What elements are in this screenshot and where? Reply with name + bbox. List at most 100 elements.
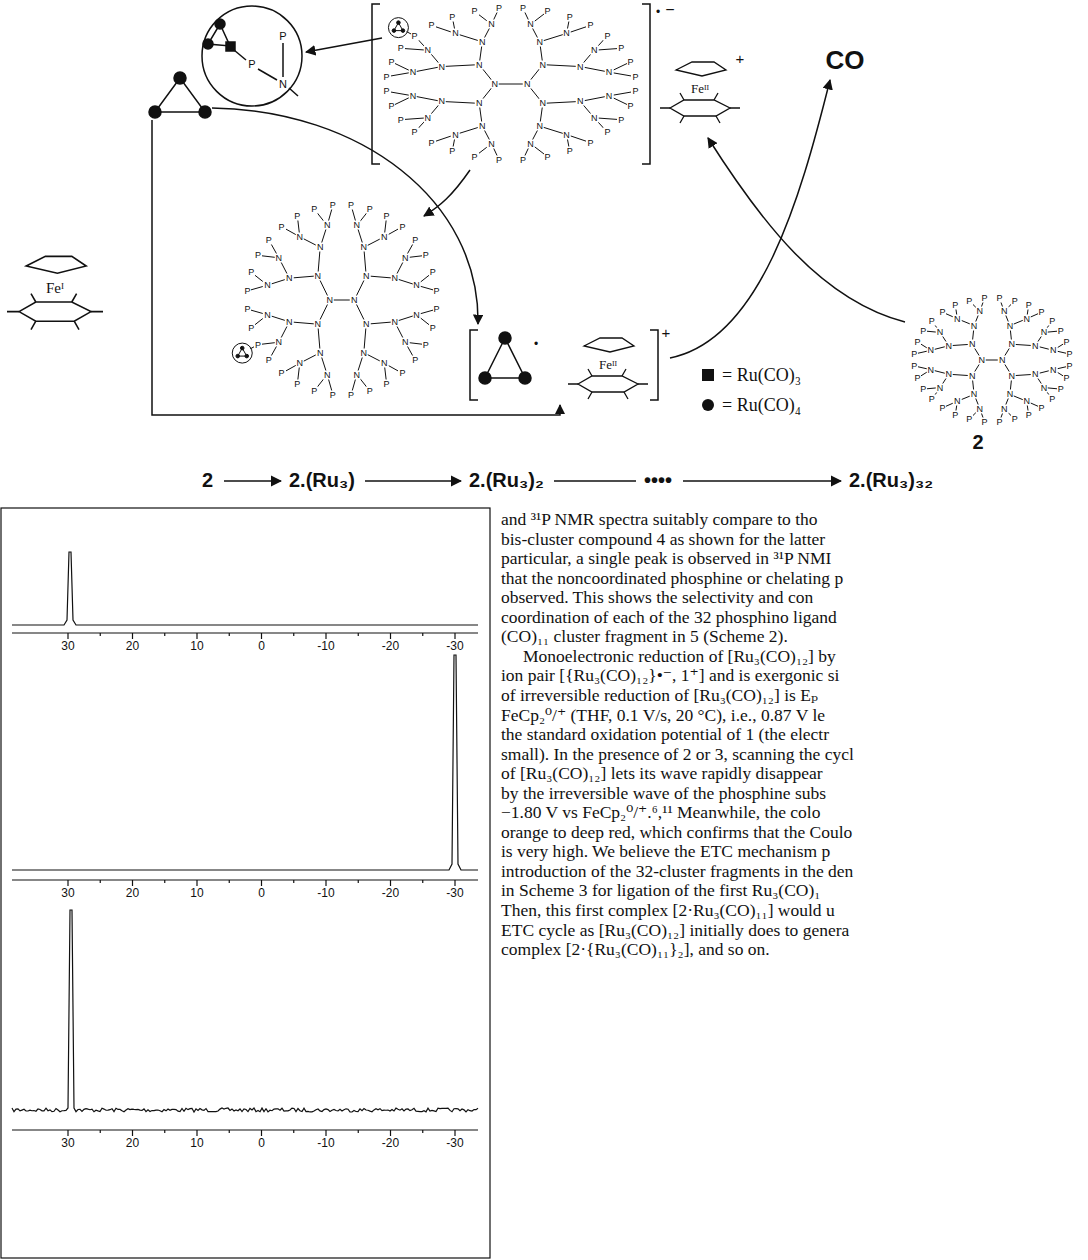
body-text-line: that the noncoordinated phosphine or che… — [500, 570, 844, 588]
ru-atom — [519, 372, 531, 384]
sequence-step: 2.(Ru₃)₂ — [465, 466, 550, 496]
sequence-step: 2.(Ru₃)₃₂ — [845, 466, 940, 496]
dendrimer-atom-label: P — [995, 417, 1003, 426]
dendrimer-atom-label: P — [429, 323, 437, 332]
dendrimer-atom-label: N — [526, 139, 535, 148]
ru-atom — [401, 29, 405, 33]
body-text-line: and ³¹P NMR spectra suitably compare to … — [500, 511, 819, 529]
body-text-line: in Scheme 3 for ligation of the first Ru… — [500, 882, 821, 900]
dendrimer-atom-label: P — [519, 155, 527, 164]
axis-tick — [293, 1130, 294, 1133]
dendrimer-atom-label: P — [1057, 385, 1065, 394]
dendrimer-atom-label: P — [411, 128, 419, 137]
axis-tick-label: -20 — [381, 640, 400, 652]
axis-tick — [454, 880, 455, 886]
reagent-path — [152, 120, 560, 415]
attached-cluster — [232, 343, 252, 363]
ferrocene-sandwich — [660, 62, 740, 123]
dendrimer-atom-label: P — [980, 294, 988, 303]
dendrimer-atom-label: N — [475, 99, 484, 108]
dendrimer-atom-label: N — [976, 307, 985, 316]
axis-tick-label: -20 — [381, 887, 400, 899]
dendrimer-atom-label: P — [543, 152, 551, 161]
dendrimer-atom-label: N — [451, 29, 460, 38]
dendrimer-atom-label: P — [928, 316, 936, 325]
dendrimer-atom-label: N — [401, 253, 410, 262]
body-text-line: introduction of the 32-cluster fragments… — [500, 863, 854, 881]
dendrimer-atom-label: P — [566, 147, 574, 156]
nmr-axis — [12, 879, 478, 880]
dendrimer-atom-label: N — [1000, 404, 1009, 413]
zoom-arrow — [306, 38, 382, 52]
dendrimer-atom-label: P — [1025, 410, 1033, 419]
axis-tick-label: 20 — [125, 1137, 140, 1149]
body-text-line: Monoelectronic reduction of [Ru₃(CO)₁₂] … — [522, 648, 837, 666]
axis-tick — [261, 1130, 262, 1136]
dendrimer-atom-label: P — [938, 403, 946, 412]
step-label: 2.(Ru₃)₃₂ — [849, 468, 933, 492]
dendrimer-atom-label: N — [998, 356, 1007, 365]
dendrimer-atom-label: N — [478, 37, 487, 46]
dendrimer-atom-label: N — [412, 281, 421, 290]
body-text-line: coordination of each of the 32 phosphino… — [500, 609, 838, 627]
dendrimer-atom-label: N — [968, 371, 977, 380]
sequence-step: •••• — [640, 466, 679, 496]
dendrimer-atom-label: P — [278, 369, 286, 378]
body-text-line: observed. This shows the selectivity and… — [500, 589, 814, 607]
axis-tick — [196, 880, 197, 886]
legend-swatch — [700, 367, 716, 383]
dendrimer-atom-label: P — [951, 410, 959, 419]
axis-tick — [67, 1130, 68, 1136]
attached-cluster — [388, 18, 408, 38]
axis-tick-label: 30 — [60, 640, 75, 652]
dendrimer-atom-label: P — [1063, 337, 1071, 346]
reaction-arrow — [224, 480, 281, 482]
dendrimer-atom-label: P — [910, 361, 918, 370]
axis-tick — [196, 1130, 197, 1136]
dendrimer-atom-label: N — [927, 365, 936, 374]
axis-tick-label: -30 — [445, 640, 464, 652]
dendrimer-atom-label: P — [429, 268, 437, 277]
dendrimer-atom-label: P — [470, 7, 478, 16]
ferrocene-sandwich — [7, 256, 103, 329]
cluster-circle — [232, 343, 252, 363]
dendrimer-atom-label: N — [945, 341, 954, 350]
dendrimer-atom-label: N — [590, 113, 599, 122]
dendrimer-atom-label: N — [945, 370, 954, 379]
dendrimer-atom-label: N — [316, 348, 325, 357]
axis-tick — [454, 633, 455, 639]
dendrimer-atom-label: P — [1038, 308, 1046, 317]
dendrimer-atom-label: P — [387, 57, 395, 66]
charge-sign: − — [664, 2, 675, 18]
dendrimer-atom-label: P — [329, 390, 337, 399]
dendrimer-atom-label: N — [1022, 397, 1031, 406]
dendrimer-atom-label: N — [412, 310, 421, 319]
dendrimer-atom-label: N — [1008, 340, 1017, 349]
dendrimer-atom-label: P — [293, 379, 301, 388]
axis-tick — [422, 1130, 423, 1133]
legend-item: = Ru(CO)₃ — [700, 360, 801, 390]
dendrimer-atom-label: N — [1031, 370, 1040, 379]
dendrimer-atom-label: P — [329, 201, 337, 210]
axis-tick — [100, 1130, 101, 1133]
dendrimer-atom-label: P — [254, 251, 262, 260]
axis-tick — [132, 633, 133, 639]
step-label: 2.(Ru₃)₂ — [469, 468, 544, 492]
ru-co3-square — [226, 42, 235, 51]
rect-shape — [702, 369, 714, 381]
reaction-arrow — [365, 480, 461, 482]
dendrimer-atom-label: P — [627, 102, 635, 111]
g-shape — [149, 4, 905, 415]
dendrimer-atom-label: P — [951, 301, 959, 310]
dendrimer-atom-label: N — [360, 348, 369, 357]
dendrimer-atom-label: P — [627, 57, 635, 66]
atom-label: P — [278, 31, 287, 42]
dendrimer-atom-label: P — [387, 102, 395, 111]
axis-tick — [67, 880, 68, 886]
inset-circle — [202, 6, 302, 106]
g-shape — [68, 633, 455, 1136]
dendrimer-atom-label: N — [296, 359, 305, 368]
ru-atom — [479, 372, 491, 384]
axis-tick — [358, 880, 359, 883]
